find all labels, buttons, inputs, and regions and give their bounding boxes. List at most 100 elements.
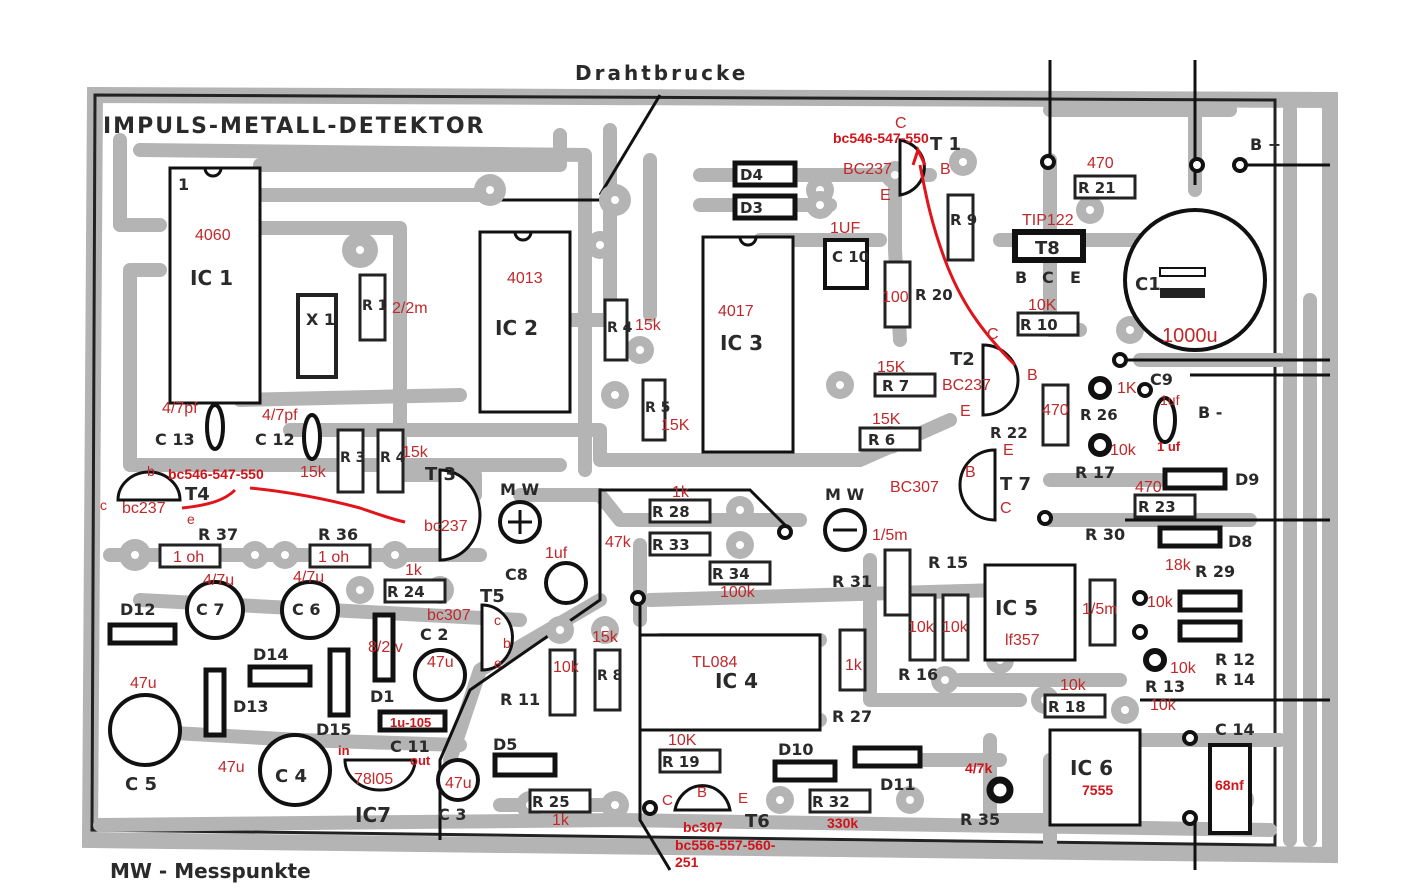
c7-value: 4/7u xyxy=(203,572,234,589)
r26-ref: R 26 xyxy=(1080,406,1118,424)
d3-ref: D3 xyxy=(740,199,763,217)
t6-value: bc307 xyxy=(683,819,723,835)
t6-alt: bc556-557-560- xyxy=(675,837,776,853)
c3-value: 47u xyxy=(445,775,472,792)
t2-ref: T2 xyxy=(950,349,975,370)
wire-bridge-label: Drahtbrucke xyxy=(575,61,748,85)
ic-2 xyxy=(478,230,572,414)
r33-ref: R 33 xyxy=(652,536,690,554)
t4-alt: bc546-547-550 xyxy=(168,466,264,482)
t4-pin-e: e xyxy=(187,511,195,527)
r18-value: 10k xyxy=(1060,677,1087,694)
board-edge xyxy=(90,93,1277,847)
transistor-t5 xyxy=(480,603,514,672)
t8-pin-c: C xyxy=(1042,268,1054,287)
ic6-value: 7555 xyxy=(1082,782,1113,798)
r4a-value: 15k xyxy=(402,444,429,461)
r26-value: 1K xyxy=(1117,380,1137,397)
c9-value-2: 1 uf xyxy=(1157,439,1181,454)
r28-ref: R 28 xyxy=(652,503,690,521)
r23-ref: R 23 xyxy=(1138,498,1176,516)
t2-pin-b: B xyxy=(1027,367,1038,384)
r34-value: 100k xyxy=(720,584,756,601)
r29-ref: R 29 xyxy=(1195,562,1235,581)
ic-1 xyxy=(168,166,262,405)
c5-value: 47u xyxy=(130,675,157,692)
ic5-value: lf357 xyxy=(1005,632,1040,649)
d9-ref: D9 xyxy=(1235,470,1259,489)
r6-value: 15K xyxy=(872,411,901,428)
r10-value: 10K xyxy=(1028,297,1057,314)
c8-ref: C8 xyxy=(505,565,528,584)
r5-value: 15K xyxy=(661,417,690,434)
ic2-value: 4013 xyxy=(507,270,543,287)
d1-note: 8/2 v xyxy=(368,639,403,656)
annotation-lines xyxy=(181,145,1017,524)
r22-value: 470 xyxy=(1042,402,1069,419)
d13-ref: D13 xyxy=(233,697,269,716)
r34-ref: R 34 xyxy=(712,565,750,583)
c12-ref: C 12 xyxy=(255,430,295,449)
c4-ref: C 4 xyxy=(275,766,307,787)
r35-ref: R 35 xyxy=(960,810,1000,829)
c13-ref: C 13 xyxy=(155,430,195,449)
c1-value: 1000u xyxy=(1162,325,1218,347)
c7-ref: C 7 xyxy=(196,600,224,619)
r4b-value: 15k xyxy=(635,317,662,334)
ic7-ref: IC7 xyxy=(355,803,391,827)
r13-ref: R 13 xyxy=(1145,677,1185,696)
r25-value: 1k xyxy=(552,812,570,829)
c2-value: 47u xyxy=(427,654,454,671)
r9-ref: R 9 xyxy=(950,211,977,229)
r12-ref: R 12 xyxy=(1215,650,1255,669)
ic4-value: TL084 xyxy=(692,654,737,671)
ic-6 xyxy=(1048,728,1142,827)
t7-pin-c: C xyxy=(1000,500,1012,517)
d11-ref: D11 xyxy=(880,775,916,794)
t4-pin-c: c xyxy=(100,497,107,513)
r16-ref: R 16 xyxy=(898,665,938,684)
r3-value: 15k xyxy=(300,464,327,481)
r21-value: 470 xyxy=(1087,155,1114,172)
t7-pin-e: E xyxy=(1003,442,1014,459)
r17-ref: R 17 xyxy=(1075,463,1115,482)
r14-value: 10k xyxy=(1147,594,1174,611)
ic7-out: out xyxy=(410,753,431,768)
t8-pin-b: B xyxy=(1015,268,1027,287)
ic1-ref: IC 1 xyxy=(190,266,233,290)
diode-bodies xyxy=(107,160,1243,783)
crystal-ref: X 1 xyxy=(306,310,335,329)
r33-value: 47k xyxy=(605,534,632,551)
c10-value: 1UF xyxy=(830,220,860,237)
r8-ref: R 8 xyxy=(597,668,622,684)
b-plus-label: B + xyxy=(1250,135,1281,154)
t1-pin-e: E xyxy=(880,187,891,204)
t5-pin-c: c xyxy=(494,612,501,628)
resistor-bodies xyxy=(158,174,1197,814)
t6-pin-e: E xyxy=(738,790,748,807)
d12-ref: D12 xyxy=(120,600,156,619)
r36-ref: R 36 xyxy=(318,525,358,544)
terminal-rings xyxy=(630,154,1248,826)
c3-ref: C 3 xyxy=(438,805,466,824)
c14-ref: C 14 xyxy=(1215,720,1255,739)
r27-value: 1k xyxy=(845,657,863,674)
r11-value: 10k xyxy=(553,659,580,676)
r22-ref: R 22 xyxy=(990,424,1028,442)
value-annotations: 4060 4013 4017 TL084 lf357 7555 78l05 in… xyxy=(100,115,1244,870)
ic3-ref: IC 3 xyxy=(720,331,763,355)
ic-4 xyxy=(638,633,822,732)
t3-value: bc237 xyxy=(424,518,468,535)
c6-ref: C 6 xyxy=(292,600,320,619)
ic7-value: 78l05 xyxy=(354,771,393,788)
c1-ref: C1 xyxy=(1135,274,1161,295)
t5-value: bc307 xyxy=(427,607,471,624)
r25-ref: R 25 xyxy=(532,793,570,811)
r20-value: 100 xyxy=(882,289,909,306)
r24-ref: R 24 xyxy=(387,583,425,601)
r27-ref: R 27 xyxy=(832,707,872,726)
r1-value: 2/2m xyxy=(392,300,428,317)
c9-ref: C9 xyxy=(1150,370,1173,389)
ic1-pin1: 1 xyxy=(178,175,189,194)
